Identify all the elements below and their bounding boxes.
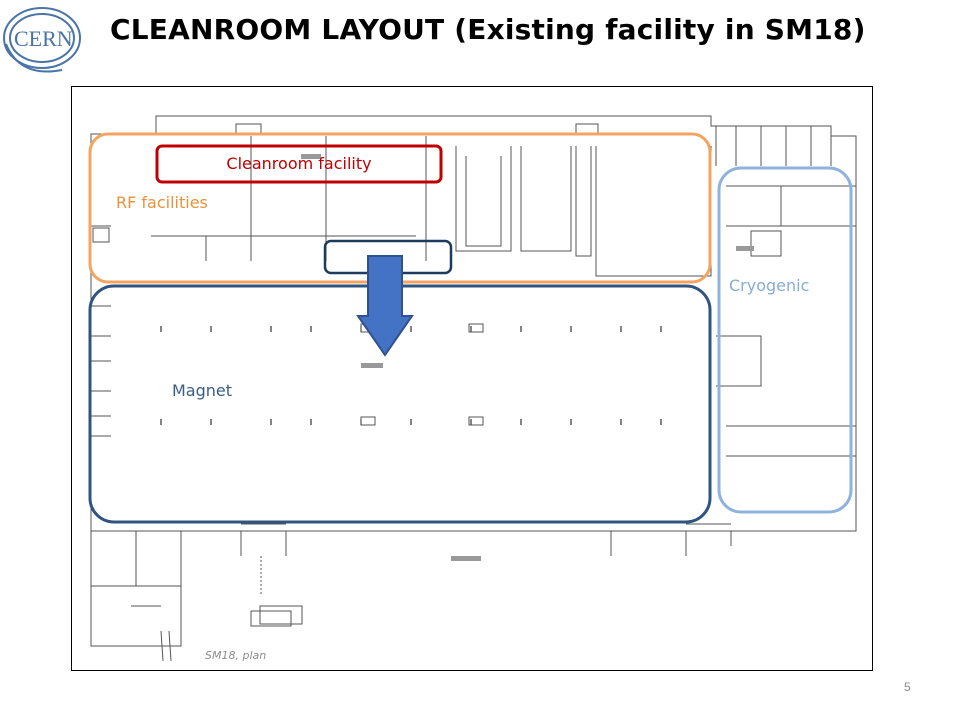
plan-caption: SM18, plan [205,649,267,662]
floor-plan-frame [71,86,873,671]
page-title: CLEANROOM LAYOUT (Existing facility in S… [110,13,866,46]
page-number: 5 [904,680,911,694]
cern-logo: CERN [0,0,88,88]
cryogenic-label: Cryogenic [729,276,810,295]
cleanroom-label: Cleanroom facility [226,154,372,173]
rf-facilities-label: RF facilities [116,193,208,212]
logo-text: CERN [14,26,73,51]
magnet-label: Magnet [172,381,233,400]
